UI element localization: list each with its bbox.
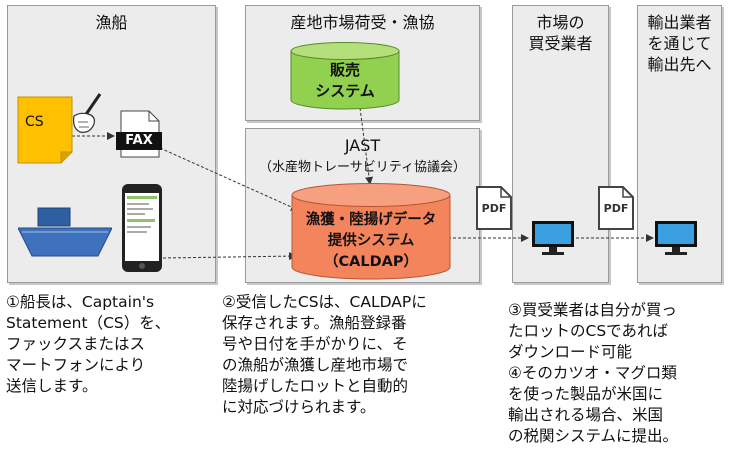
pdf-icon: [476, 186, 512, 230]
exporter-title: 輸出業者 を通じて 輸出先へ: [647, 13, 712, 74]
caldap-label: 漁獲・陸揚げデータ 提供システム （CALDAP）: [305, 212, 437, 270]
note-3: ③買受業者は自分が買っ たロットのCSであれば ダウンロード可能 ④そのカツオ・…: [508, 301, 679, 445]
sales-system-label: 販売 システム: [315, 61, 375, 100]
document-icon: [17, 96, 73, 164]
market-coop-title: 産地市場荷受・漁協: [290, 13, 435, 32]
cs-document: CS: [17, 96, 73, 164]
fishing-vessel-title: 漁船: [95, 13, 128, 32]
buyer-title: 市場の 買受業者: [528, 13, 593, 53]
fax-label: FAX: [125, 133, 153, 148]
note-2: ②受信したCSは、CALDAPに 保存されます。漁船登録番 号や日付を手がかりに…: [222, 293, 427, 416]
monitor-icon: [655, 221, 697, 255]
jast-subtitle: （水産物トレーサビリティ協議会）: [259, 160, 466, 175]
jast-title: JAST: [344, 136, 381, 155]
phone-icon: [122, 184, 162, 272]
fishing-boat-icon: [18, 207, 112, 257]
fax-document: FAX: [115, 110, 163, 158]
pdf-icon: [598, 186, 634, 230]
pdf-document-1: PDF: [476, 186, 512, 230]
smartphone-icon: [121, 183, 163, 273]
arrow-phone-to-caldap: [162, 252, 297, 261]
note-1: ①船長は、Captain's Statement（CS）を、 ファックスまたはス…: [6, 293, 171, 395]
arrow-fax-to-caldap: [159, 147, 299, 211]
pdf-document-2: PDF: [598, 186, 634, 230]
cylinder-icon: [291, 183, 451, 280]
fax-icon: [116, 110, 162, 158]
arrow-sales-to-caldap: [359, 107, 374, 185]
cs-label: CS: [25, 114, 44, 130]
pdf-label: PDF: [481, 202, 507, 215]
caldap-cylinder: 漁獲・陸揚げデータ 提供システム （CALDAP）: [291, 183, 451, 281]
cylinder-icon: [290, 42, 400, 110]
sales-system-cylinder: 販売 システム: [290, 42, 400, 110]
pdf-label: PDF: [603, 202, 629, 215]
hand-pen-icon: [73, 93, 102, 133]
monitor-icon: [532, 221, 574, 255]
